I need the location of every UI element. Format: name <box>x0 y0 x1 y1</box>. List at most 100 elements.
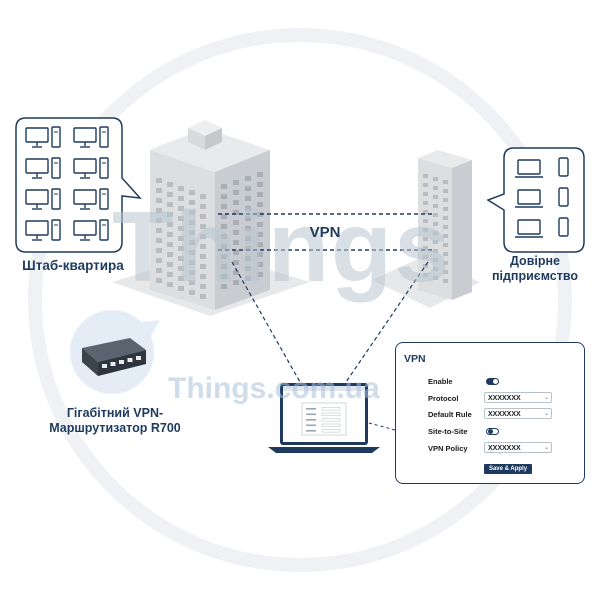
enable-toggle[interactable] <box>486 378 499 385</box>
partner-devices-bubble <box>486 147 585 253</box>
window <box>167 272 173 277</box>
ethernet-port <box>102 364 107 368</box>
save-apply-button[interactable]: Save & Apply <box>484 464 532 474</box>
window <box>221 234 227 239</box>
window <box>156 258 162 263</box>
window <box>156 238 162 243</box>
window <box>156 198 162 203</box>
window <box>233 250 239 255</box>
window <box>189 260 195 265</box>
window <box>423 201 428 205</box>
window <box>433 195 438 199</box>
window <box>178 276 184 281</box>
window <box>245 196 251 201</box>
window <box>245 246 251 251</box>
window <box>178 186 184 191</box>
window <box>189 290 195 295</box>
desktop-computer-icon <box>25 219 61 241</box>
vpn-panel-title: VPN <box>404 353 426 365</box>
phone-icon <box>558 157 569 177</box>
screen-text-line <box>306 413 316 416</box>
window <box>189 240 195 245</box>
window <box>156 248 162 253</box>
watermark-site: Things.com.ua <box>168 372 380 405</box>
window <box>167 232 173 237</box>
window <box>233 280 239 285</box>
window <box>233 240 239 245</box>
default-rule-select[interactable]: XXXXXXX⌄ <box>484 408 552 419</box>
window <box>423 237 428 241</box>
window <box>257 192 263 197</box>
chevron-down-icon: ⌄ <box>543 395 549 401</box>
window <box>257 182 263 187</box>
window <box>178 256 184 261</box>
router-bubble <box>70 310 160 394</box>
window <box>233 260 239 265</box>
window <box>245 226 251 231</box>
desktop-computer-icon <box>25 188 61 210</box>
laptop-icon <box>515 219 543 238</box>
window <box>221 274 227 279</box>
window <box>443 243 448 247</box>
partner-label: Довірне підприємство <box>491 254 579 283</box>
partner-to-laptop-link <box>345 261 429 383</box>
window <box>221 184 227 189</box>
window <box>443 225 448 229</box>
window <box>433 249 438 253</box>
protocol-select[interactable]: XXXXXXX ⌄ <box>484 392 552 403</box>
window <box>200 284 206 289</box>
window <box>433 186 438 190</box>
window <box>257 222 263 227</box>
window <box>189 280 195 285</box>
window <box>443 189 448 193</box>
ethernet-port <box>136 356 141 360</box>
window <box>423 210 428 214</box>
screen-field <box>321 418 341 422</box>
window <box>245 216 251 221</box>
chevron-down-icon: ⌄ <box>543 445 549 451</box>
window <box>245 276 251 281</box>
watermark-brand: Things <box>112 191 452 303</box>
desktop-computer-icon <box>73 157 109 179</box>
laptop-screen <box>283 386 365 442</box>
window <box>257 242 263 247</box>
window <box>233 230 239 235</box>
window <box>178 236 184 241</box>
window <box>257 272 263 277</box>
site-to-site-toggle[interactable] <box>486 428 499 435</box>
window <box>423 192 428 196</box>
window <box>257 252 263 257</box>
window <box>245 186 251 191</box>
laptop-icon <box>515 189 543 208</box>
window <box>200 204 206 209</box>
router-side <box>82 348 98 376</box>
vpn-settings-panel: VPN Enable Protocol XXXXXXX⌄ Default Rul… <box>395 342 585 484</box>
window <box>433 231 438 235</box>
window <box>257 262 263 267</box>
protocol-value: XXXXXXX <box>488 395 521 402</box>
enable-label: Enable <box>428 377 453 386</box>
window <box>443 261 448 265</box>
window <box>200 224 206 229</box>
window <box>167 282 173 287</box>
window <box>423 246 428 250</box>
window <box>178 216 184 221</box>
desktop-computer-icon <box>25 157 61 179</box>
window <box>167 222 173 227</box>
vpn-policy-select[interactable]: XXXXXXX⌄ <box>484 442 552 453</box>
window <box>156 178 162 183</box>
window <box>167 212 173 217</box>
window <box>233 210 239 215</box>
window <box>433 204 438 208</box>
window <box>156 268 162 273</box>
window <box>433 276 438 280</box>
window <box>423 219 428 223</box>
window <box>443 252 448 256</box>
window <box>221 244 227 249</box>
ethernet-port <box>127 358 133 362</box>
router-label: Гігабітний VPN-Маршрутизатор R700 <box>49 406 181 435</box>
window <box>200 294 206 299</box>
screen-text-line <box>306 408 316 410</box>
window <box>245 266 251 271</box>
